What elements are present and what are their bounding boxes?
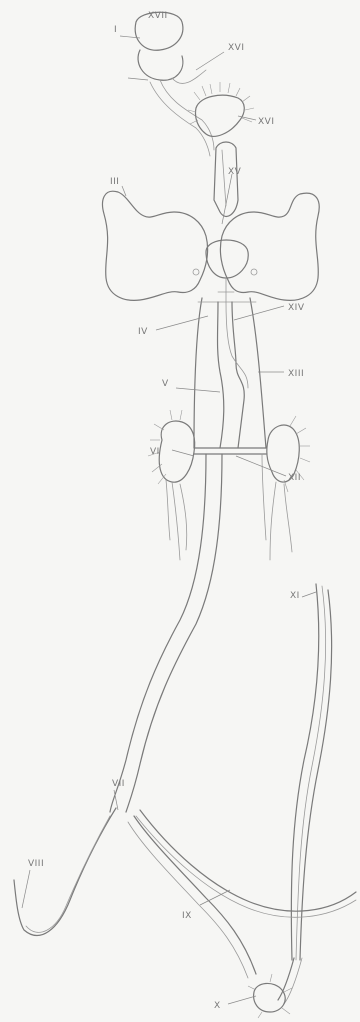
terminal-ganglion [254,983,286,1012]
lateral-fringed-ganglia [148,410,310,560]
central-bulb [206,240,248,278]
inner-cord-c [226,302,248,388]
right-loop-outer [291,584,318,960]
frame-right-rail [250,298,266,448]
branch-to-viii-b [26,816,110,932]
cross-cord [140,810,356,911]
upper-cord-1 [160,80,214,150]
label-xvii: XVII [148,11,168,21]
frame-left-rail [194,298,202,448]
label-viii: VIII [28,859,44,869]
right-loop-inner [300,590,332,960]
central-cord-frame [194,298,266,454]
cross-cord-inner [136,816,356,917]
inner-cord-b [232,302,244,448]
label-xvi-upper: XVI [228,43,244,53]
label-xvi-ganglion: XVI [258,117,274,127]
small-node-left [193,269,199,275]
label-xi: XI [290,591,300,601]
rounded-structure-lower [138,50,183,80]
figure-labels: I XVII XVI XVI III XV IV XIV V XIII VI X… [28,11,305,1011]
label-x: X [214,1001,221,1011]
label-iv: IV [138,327,148,337]
elongated-body-inner [222,150,226,206]
small-node-right [251,269,257,275]
label-vii: VII [112,779,125,789]
label-xiii: XIII [288,369,304,379]
branch-to-ix-b [128,822,248,978]
upper-cord-3 [172,70,206,83]
label-vi: VI [150,447,160,457]
branch-to-ix-a [134,816,256,974]
label-xiv: XIV [288,303,305,313]
right-descend-to-x [278,958,294,1000]
main-cord-right-edge [126,454,222,812]
left-lobe [103,191,208,300]
label-xv: XV [228,167,242,177]
lateral-lobes [103,191,320,302]
label-i: I [114,25,117,35]
inner-cord-a [218,302,224,448]
descending-cords [14,454,356,1018]
label-xii: XII [288,473,301,483]
fringed-ganglion [195,95,244,136]
label-ix: IX [182,911,192,921]
label-v: V [162,379,169,389]
label-iii: III [110,177,119,187]
